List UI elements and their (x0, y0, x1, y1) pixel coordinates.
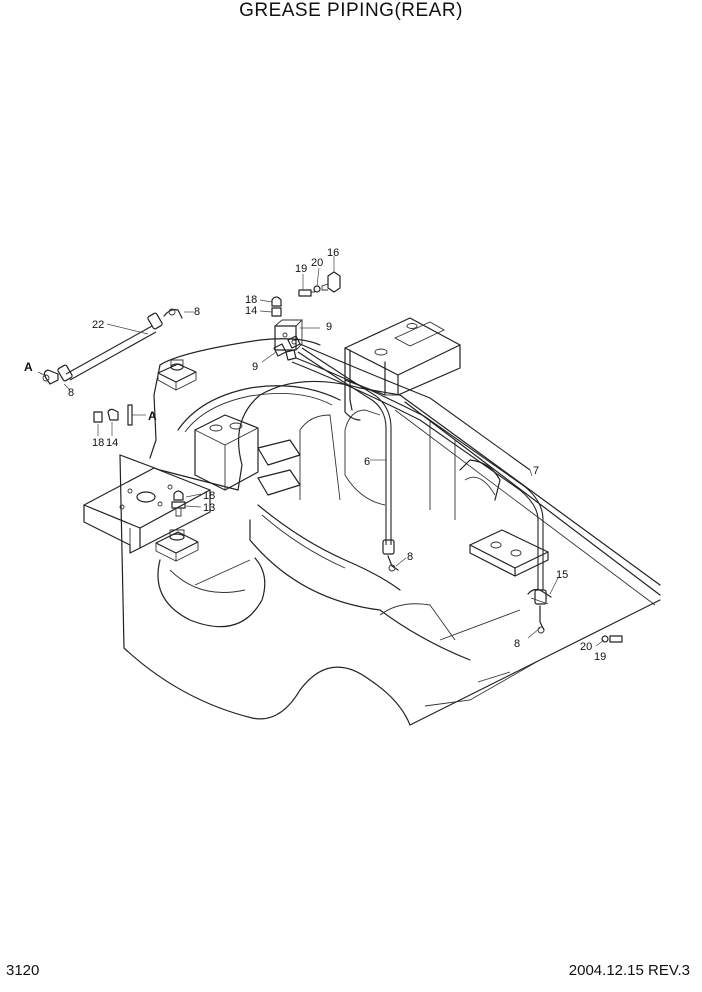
callout-9: 9 (252, 361, 258, 373)
callout-18: 18 (92, 437, 104, 449)
fitting-9-lower (273, 343, 297, 361)
fitting-A-right (127, 404, 133, 426)
callout-15: 15 (556, 569, 568, 581)
mount-pad-lower (155, 529, 199, 562)
callout-8: 8 (514, 638, 520, 650)
callout-16: 16 (327, 247, 339, 259)
callout-19: 19 (295, 263, 307, 275)
grease-pipe-7 (291, 343, 552, 634)
callout-18: 18 (245, 294, 257, 306)
callout-18: 18 (203, 490, 215, 502)
callout-20: 20 (580, 641, 592, 653)
callout-14: 14 (106, 437, 118, 449)
callout-8: 8 (68, 387, 74, 399)
grease-nipple-18-13 (171, 490, 186, 517)
callout-13: 13 (203, 502, 215, 514)
fitting-20-19-bottom (601, 635, 623, 643)
page-number: 3120 (6, 962, 40, 979)
fitting-9-upper (287, 335, 301, 349)
leader-lines (37, 256, 605, 647)
callout-8: 8 (407, 551, 413, 563)
upper-right-bracket (344, 317, 461, 421)
grease-pipe-6 (297, 347, 399, 572)
frame-body (119, 338, 661, 726)
callout-A: A (24, 360, 33, 374)
right-cross-bracket (469, 529, 549, 577)
left-mounting-plate (83, 467, 211, 554)
callout-6: 6 (364, 456, 370, 468)
callout-19: 19 (594, 651, 606, 663)
left-stand (194, 414, 301, 496)
mount-pad-upper (157, 359, 197, 391)
hose-22 (42, 308, 183, 385)
callout-20: 20 (311, 257, 323, 269)
callout-9: 9 (326, 321, 332, 333)
page-title: GREASE PIPING(REAR) (239, 0, 463, 21)
callout-22: 22 (92, 319, 104, 331)
callout-labels: 16 20 19 18 14 8 22 9 9 A 8 A 18 14 6 7 … (24, 247, 606, 663)
fitting-20-19-top (298, 285, 321, 297)
callout-14: 14 (245, 305, 257, 317)
grease-nipple-18-14-left (93, 408, 119, 423)
revision-date: 2004.12.15 REV.3 (568, 962, 690, 979)
fitting-16 (321, 271, 341, 293)
callout-8: 8 (194, 306, 200, 318)
callout-A: A (148, 409, 157, 423)
grease-nipple-18-14-top (271, 296, 282, 317)
callout-7: 7 (533, 465, 539, 477)
